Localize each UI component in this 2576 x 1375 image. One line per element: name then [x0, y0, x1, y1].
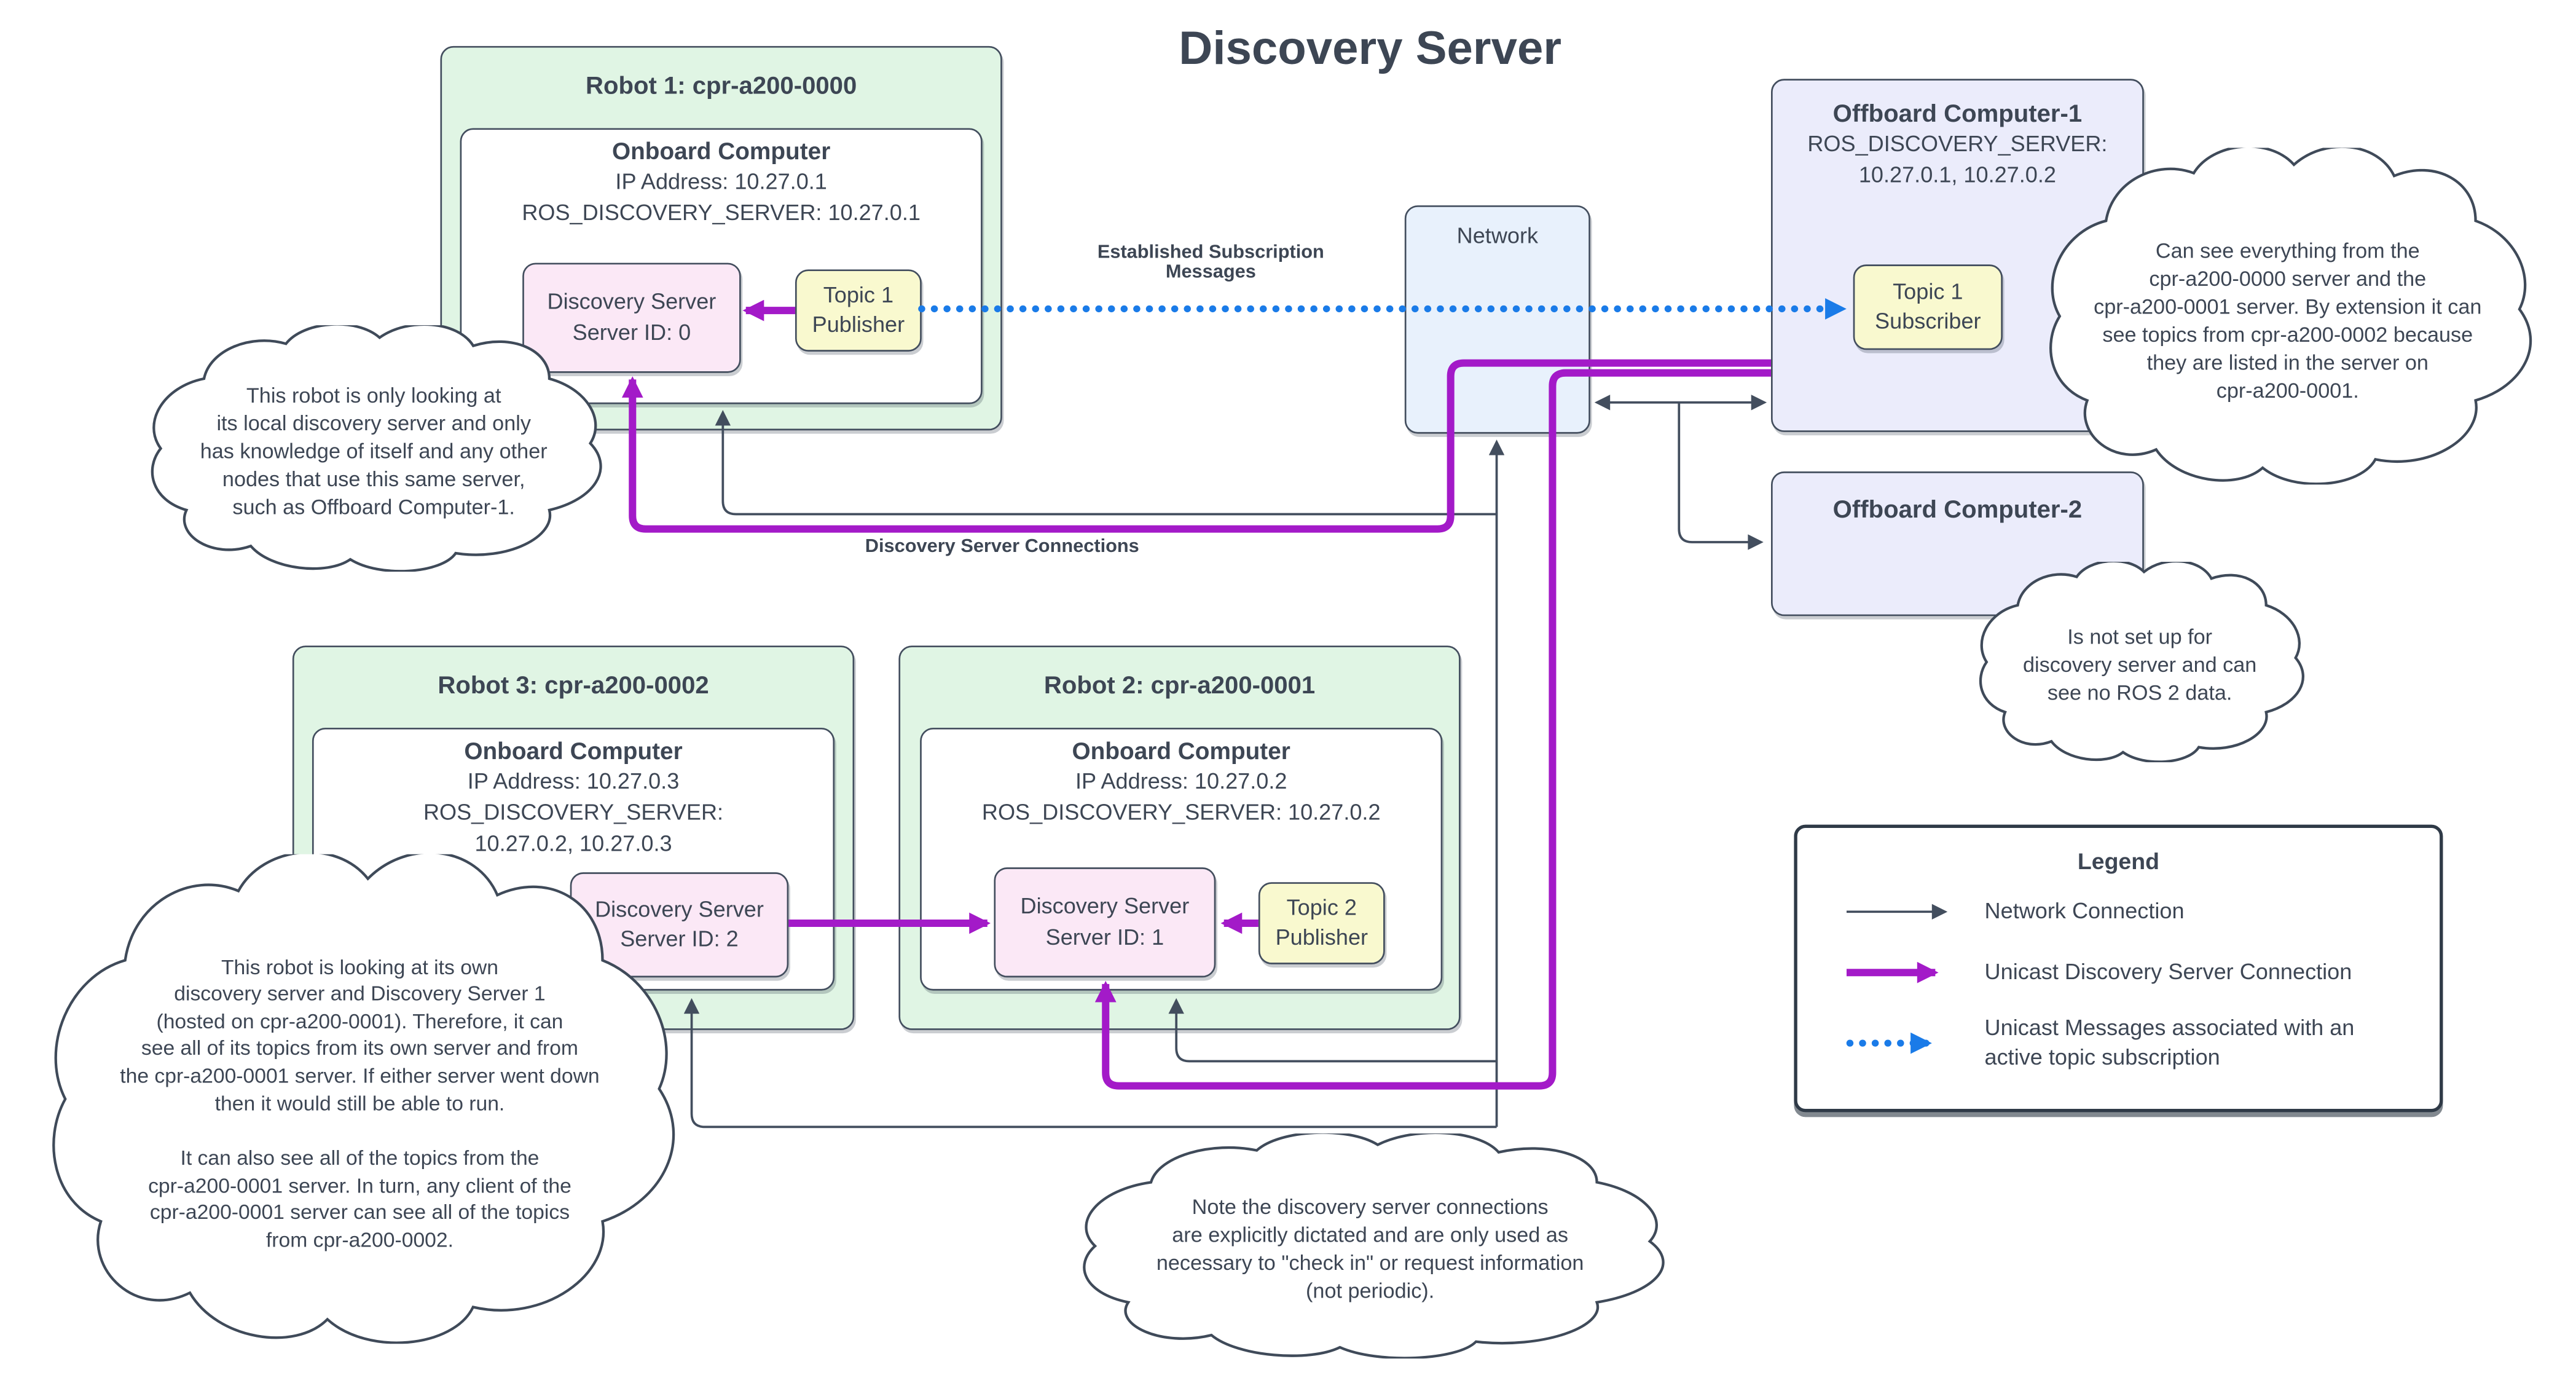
network-connection-offboard2 — [1678, 402, 1764, 550]
robot3-ip-address: IP Address: 10.27.0.3 — [467, 768, 680, 794]
legend-item-unicast-messages: Unicast Messages associated with an acti… — [1844, 1014, 2355, 1072]
network-box: Network — [1404, 205, 1590, 434]
robot1-note-text: This robot is only looking at its local … — [200, 382, 548, 519]
robot1-discovery-server-box: Discovery Server Server ID: 0 — [522, 262, 741, 373]
unicast-discovery-arrow-icon — [1846, 961, 1939, 983]
discovery-server-connections-label: Discovery Server Connections — [865, 537, 1139, 557]
offboard1-note-cloud: Can see everything from the cpr-a200-000… — [2037, 148, 2538, 485]
network-connection-arrow-icon — [1846, 904, 1948, 920]
robot3-ros-discovery-server: ROS_DISCOVERY_SERVER: 10.27.0.2, 10.27.0… — [423, 800, 724, 857]
robot3-discovery-server-box: Discovery Server Server ID: 2 — [570, 872, 789, 978]
legend-title: Legend — [2077, 848, 2159, 874]
offboard1-ros-discovery-server: ROS_DISCOVERY_SERVER: 10.27.0.1, 10.27.0… — [1807, 131, 2108, 188]
legend-label: Network Connection — [1984, 898, 2185, 924]
legend-label: Unicast Messages associated with an acti… — [1984, 1015, 2355, 1070]
robot1-note-cloud: This robot is only looking at its local … — [139, 325, 608, 572]
legend-item-network-connection: Network Connection — [1844, 897, 2185, 926]
offboard1-note-text: Can see everything from the cpr-a200-000… — [2094, 237, 2482, 402]
offboard2-title: Offboard Computer-2 — [1832, 496, 2083, 524]
robot2-ip-address: IP Address: 10.27.0.2 — [1075, 768, 1287, 794]
unicast-messages-arrow-icon — [1846, 1032, 1933, 1054]
legend-item-unicast-discovery: Unicast Discovery Server Connection — [1844, 958, 2352, 987]
robot3-onboard-title: Onboard Computer — [464, 739, 683, 766]
offboard1-topic1-subscriber-box: Topic 1 Subscriber — [1853, 264, 2003, 350]
robot3-note-text: This robot is looking at its own discove… — [120, 955, 600, 1251]
periodic-note-text: Note the discovery server connections ar… — [1156, 1194, 1584, 1303]
network-label: Network — [1456, 223, 1539, 248]
periodic-note-cloud: Note the discovery server connections ar… — [1068, 1133, 1673, 1359]
robot2-title: Robot 2: cpr-a200-0001 — [1043, 672, 1316, 700]
robot3-note-cloud: This robot is looking at its own discove… — [36, 854, 683, 1344]
established-subscription-label: Established Subscription Messages — [1097, 243, 1324, 283]
robot2-onboard-title: Onboard Computer — [1072, 739, 1290, 766]
robot1-onboard-title: Onboard Computer — [611, 140, 831, 166]
robot1-ip-address: IP Address: 10.27.0.1 — [615, 169, 827, 194]
robot2-ros-discovery-server: ROS_DISCOVERY_SERVER: 10.27.0.2 — [981, 800, 1381, 825]
offboard2-note-text: Is not set up for discovery server and c… — [2023, 623, 2257, 704]
robot2-discovery-server-box: Discovery Server Server ID: 1 — [994, 867, 1216, 978]
robot1-topic1-publisher-box: Topic 1 Publisher — [795, 269, 922, 352]
legend: Legend Network Connection Unicast Discov… — [1794, 824, 2443, 1113]
robot3-title: Robot 3: cpr-a200-0002 — [438, 672, 709, 700]
offboard1-title: Offboard Computer-1 — [1832, 100, 2083, 128]
robot2-topic2-publisher-box: Topic 2 Publisher — [1258, 882, 1385, 964]
page-title: Discovery Server — [1179, 23, 1562, 76]
offboard2-note-cloud: Is not set up for discovery server and c… — [1971, 562, 2308, 763]
robot1-title: Robot 1: cpr-a200-0000 — [586, 72, 857, 101]
legend-label: Unicast Discovery Server Connection — [1984, 959, 2352, 985]
robot1-ros-discovery-server: ROS_DISCOVERY_SERVER: 10.27.0.1 — [522, 200, 921, 226]
